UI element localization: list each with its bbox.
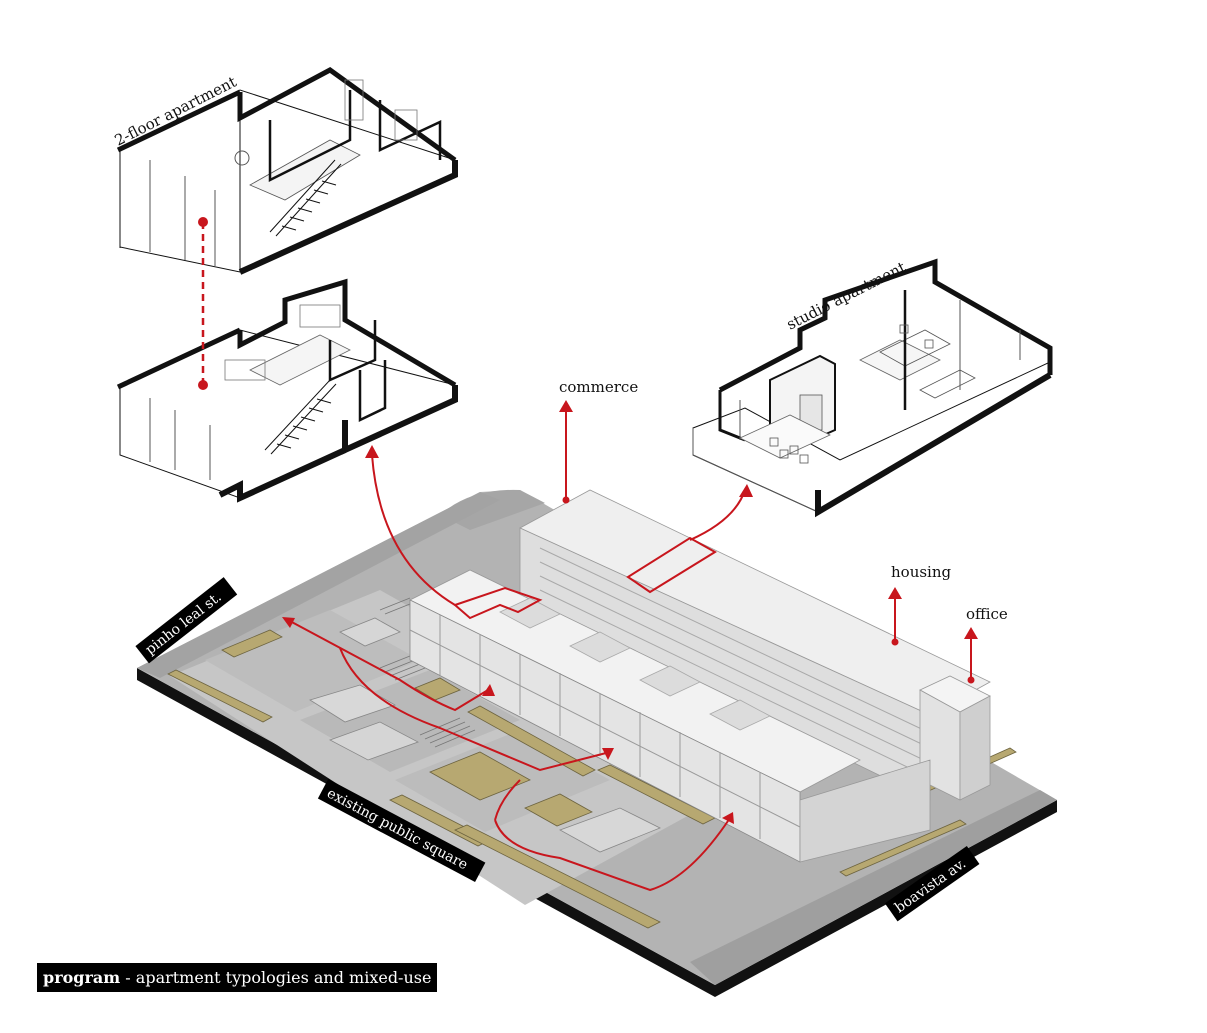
two-floor-unit-outline [453,586,543,620]
planter [221,629,283,658]
plaza-block [329,721,419,761]
facade-grid [409,615,801,839]
caption-rest: - apartment typologies and mixed-use [120,968,432,987]
planter [429,751,531,801]
arrow-up-icon [888,587,902,599]
plaza-block [339,617,401,647]
pinho-road [137,492,500,678]
label-housing: housing [891,563,952,581]
path-square-to-building [339,647,611,772]
commerce-dot [562,496,570,504]
two-floor-apartment-upper [116,67,458,275]
path-pinho-to-building [287,619,489,712]
building-model [409,489,991,863]
path-lower-loop [494,817,731,892]
dining-chairs [769,324,934,464]
arrowhead-icon [282,617,295,628]
path-two-floor-link [371,454,456,606]
label-office: office [966,605,1008,623]
arrow-up-icon [559,400,573,412]
path-studio-link [689,489,746,541]
connector-dot-top [198,217,208,227]
arrowhead-icon [602,748,614,760]
arrowhead-icon [482,684,495,696]
arrowheads [282,445,753,824]
plaza-block [559,807,661,853]
arrow-up-icon [964,627,978,639]
podium [799,759,931,863]
label-commerce: commerce [559,378,638,396]
office-dot [967,676,975,684]
rear-block-floors [539,547,931,779]
circulation-paths [287,454,746,892]
studio-apartment [692,258,1053,518]
ground-slab-edge [137,668,1057,997]
roof-units [499,597,771,731]
level-connector [198,217,208,390]
fixture-icon [234,150,250,166]
office-block-side [959,695,991,801]
housing-dot [891,638,899,646]
arrowhead-icon [739,484,753,497]
arrowhead-icon [722,812,734,824]
boavista-road [690,790,1057,985]
arrowhead-icon [365,445,379,458]
planter [167,669,273,723]
planter [467,705,596,777]
planter [454,824,661,929]
planter [839,819,967,877]
path-middle [494,779,521,821]
label-studio-apartment: studio apartment [784,258,909,334]
program-arrows [559,400,978,684]
caption-bold: program [43,968,121,987]
two-floor-apartment-lower [116,278,458,503]
studio-unit-outline [626,536,717,594]
figure-caption: program - apartment typologies and mixed… [37,963,438,992]
connector-dot-bottom [198,380,208,390]
planter [524,793,593,827]
planter [414,677,461,701]
